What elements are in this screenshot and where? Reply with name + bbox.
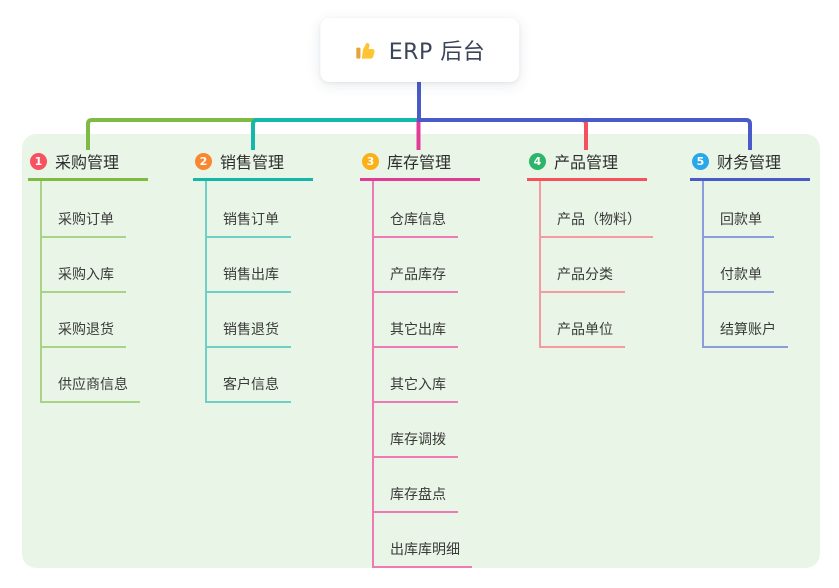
thumbs-up-icon — [355, 43, 375, 59]
child-row: 仓库信息 — [374, 181, 480, 238]
child-row: 库存盘点 — [374, 458, 480, 513]
child-row: 产品单位 — [541, 293, 653, 348]
child-node[interactable]: 其它出库 — [374, 319, 458, 348]
child-node[interactable]: 出库库明细 — [374, 539, 472, 568]
branch-node-4[interactable]: 4 产品管理 — [527, 148, 647, 181]
branch-number-badge: 4 — [529, 152, 546, 170]
branch-column-5: 5 财务管理回款单付款单结算账户 — [690, 148, 810, 348]
branch-label: 销售管理 — [220, 153, 285, 172]
child-row: 采购入库 — [42, 238, 148, 293]
branch-label: 产品管理 — [554, 153, 619, 172]
child-node[interactable]: 采购入库 — [42, 264, 126, 293]
child-row: 出库库明细 — [374, 513, 480, 568]
child-row: 供应商信息 — [42, 348, 148, 403]
thumb-cuff — [355, 47, 360, 59]
child-node[interactable]: 产品（物料） — [541, 209, 653, 238]
child-node[interactable]: 仓库信息 — [374, 209, 458, 238]
child-row: 产品库存 — [374, 238, 480, 293]
child-node[interactable]: 销售订单 — [207, 209, 291, 238]
child-node[interactable]: 采购订单 — [42, 209, 126, 238]
child-row: 产品分类 — [541, 238, 653, 293]
thumb-hand — [361, 43, 375, 59]
branch-children: 回款单付款单结算账户 — [702, 181, 810, 348]
branch-children: 销售订单销售出库销售退货客户信息 — [205, 181, 313, 403]
child-node[interactable]: 产品单位 — [541, 319, 625, 348]
child-row: 付款单 — [704, 238, 810, 293]
branch-label: 采购管理 — [55, 153, 120, 172]
root-node-label: ERP 后台 — [388, 40, 486, 65]
child-node[interactable]: 产品分类 — [541, 264, 625, 293]
child-node[interactable]: 其它入库 — [374, 374, 458, 403]
child-row: 销售退货 — [207, 293, 313, 348]
root-node[interactable]: ERP 后台 — [319, 18, 520, 82]
branch-column-4: 4 产品管理产品（物料） 产品分类产品单位 — [527, 148, 653, 348]
branch-number-badge: 3 — [362, 152, 379, 170]
child-node[interactable]: 产品库存 — [374, 264, 458, 293]
branch-children: 产品（物料） 产品分类产品单位 — [539, 181, 653, 348]
branch-node-3[interactable]: 3 库存管理 — [360, 148, 480, 181]
branch-label: 库存管理 — [387, 153, 452, 172]
branch-column-3: 3 库存管理仓库信息产品库存其它出库其它入库库存调拨库存盘点出库库明细 — [360, 148, 480, 568]
child-row: 采购订单 — [42, 181, 148, 238]
child-row: 其它出库 — [374, 293, 480, 348]
branch-number-badge: 2 — [195, 152, 212, 170]
child-row: 采购退货 — [42, 293, 148, 348]
child-node[interactable]: 结算账户 — [704, 319, 788, 348]
branch-label: 财务管理 — [717, 153, 782, 172]
child-row: 结算账户 — [704, 293, 810, 348]
child-row: 库存调拨 — [374, 403, 480, 458]
child-node[interactable]: 付款单 — [704, 264, 774, 293]
child-row: 其它入库 — [374, 348, 480, 403]
child-node[interactable]: 销售出库 — [207, 264, 291, 293]
branch-children: 采购订单采购入库采购退货供应商信息 — [40, 181, 148, 403]
child-row: 产品（物料） — [541, 181, 653, 238]
child-node[interactable]: 客户信息 — [207, 374, 291, 403]
branch-node-1[interactable]: 1 采购管理 — [28, 148, 148, 181]
child-node[interactable]: 供应商信息 — [42, 374, 140, 403]
branch-number-badge: 5 — [692, 152, 709, 170]
branch-node-5[interactable]: 5 财务管理 — [690, 148, 810, 181]
branch-column-1: 1 采购管理采购订单采购入库采购退货供应商信息 — [28, 148, 148, 403]
branch-column-2: 2 销售管理销售订单销售出库销售退货客户信息 — [193, 148, 313, 403]
child-row: 回款单 — [704, 181, 810, 238]
child-node[interactable]: 库存调拨 — [374, 429, 458, 458]
branch-node-2[interactable]: 2 销售管理 — [193, 148, 313, 181]
child-node[interactable]: 销售退货 — [207, 319, 291, 348]
branch-number-badge: 1 — [30, 152, 47, 170]
branch-children: 仓库信息产品库存其它出库其它入库库存调拨库存盘点出库库明细 — [372, 181, 480, 568]
child-node[interactable]: 采购退货 — [42, 319, 126, 348]
child-node[interactable]: 回款单 — [704, 209, 774, 238]
child-row: 客户信息 — [207, 348, 313, 403]
child-row: 销售订单 — [207, 181, 313, 238]
child-row: 销售出库 — [207, 238, 313, 293]
branches-panel — [22, 134, 820, 568]
child-node[interactable]: 库存盘点 — [374, 484, 458, 513]
